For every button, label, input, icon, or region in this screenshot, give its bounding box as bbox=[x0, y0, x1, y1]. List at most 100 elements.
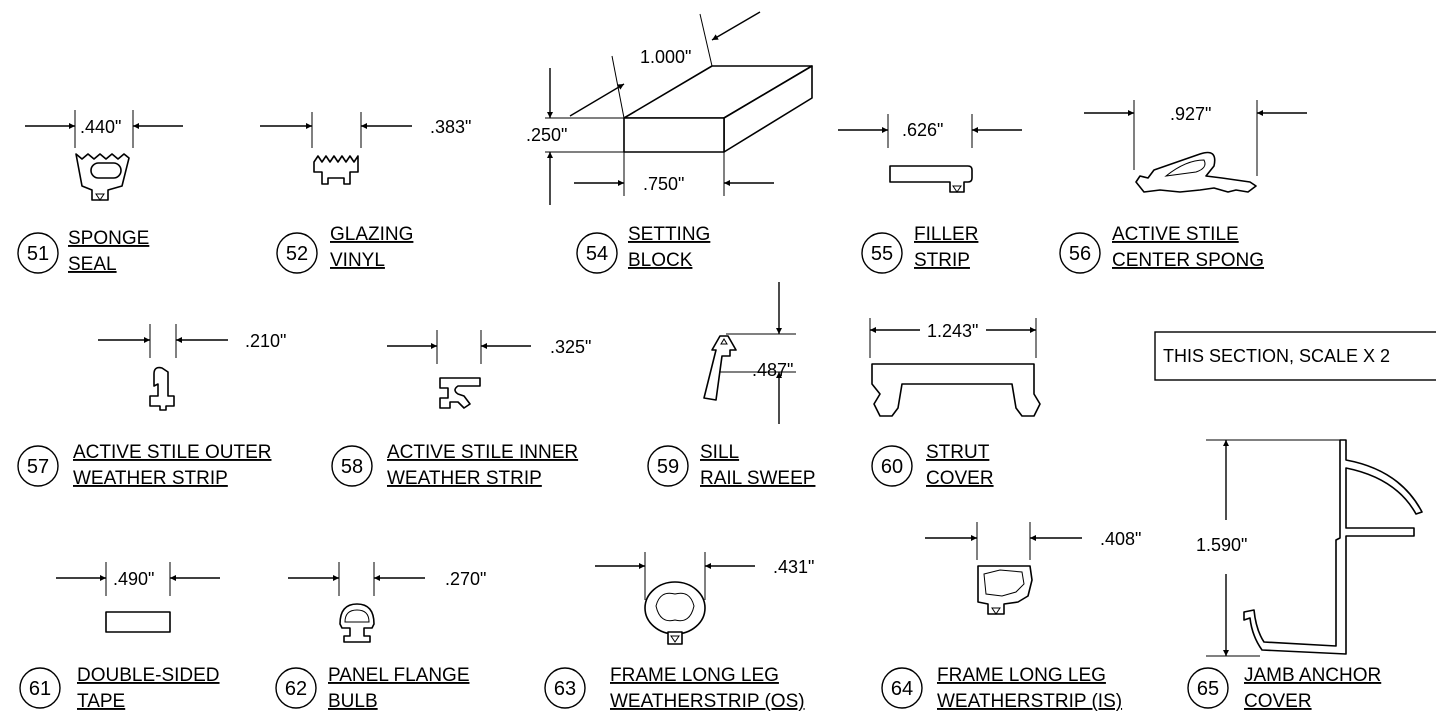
dim-59: .487" bbox=[752, 360, 793, 380]
part-name-line1: JAMB ANCHOR bbox=[1244, 665, 1381, 686]
part-56: .927" 56 ACTIVE STILE CENTER SPONG bbox=[1059, 100, 1307, 274]
part-number-circle bbox=[1187, 667, 1229, 709]
part-name-line2: SEAL bbox=[68, 254, 117, 275]
part-number: 55 bbox=[871, 243, 893, 265]
part-name-line2: CENTER SPONG bbox=[1112, 250, 1264, 271]
jamb-anchor-cover-profile bbox=[1243, 439, 1423, 655]
part-number-circle bbox=[647, 445, 689, 487]
part-number: 64 bbox=[891, 678, 913, 700]
part-57: .210" 57 ACTIVE STILE OUTER WEATHER STRI… bbox=[17, 324, 286, 489]
weatherstrip-is-profile bbox=[977, 565, 1033, 615]
part-name-line2: STRIP bbox=[914, 250, 970, 271]
part-name-line2: TAPE bbox=[77, 691, 125, 712]
dim-61: .490" bbox=[113, 569, 154, 589]
panel-flange-bulb-profile bbox=[339, 603, 375, 643]
sill-rail-sweep-profile bbox=[703, 335, 737, 401]
filler-strip-profile bbox=[889, 165, 973, 193]
dim-54-height: .250" bbox=[526, 125, 567, 145]
dim-55: .626" bbox=[902, 120, 943, 140]
part-number-circle bbox=[861, 232, 903, 274]
part-number-circle bbox=[275, 667, 317, 709]
part-number: 51 bbox=[27, 243, 49, 265]
part-name-line1: FRAME LONG LEG bbox=[610, 665, 779, 686]
dim-62: .270" bbox=[445, 569, 486, 589]
part-number: 63 bbox=[554, 678, 576, 700]
part-number-circle bbox=[276, 232, 318, 274]
part-number: 56 bbox=[1069, 243, 1091, 265]
part-name-line1: FRAME LONG LEG bbox=[937, 665, 1106, 686]
part-name-line1: GLAZING bbox=[330, 224, 413, 245]
part-number-circle bbox=[544, 667, 586, 709]
part-name-line2: WEATHERSTRIP (IS) bbox=[937, 691, 1122, 712]
part-number: 58 bbox=[341, 456, 363, 478]
part-number-circle bbox=[881, 667, 923, 709]
part-name-line2: WEATHER STRIP bbox=[387, 468, 542, 489]
dim-64: .408" bbox=[1100, 529, 1141, 549]
dim-60: 1.243" bbox=[927, 321, 978, 341]
part-number: 62 bbox=[285, 678, 307, 700]
inner-weather-strip-profile bbox=[439, 377, 481, 409]
part-number: 54 bbox=[586, 243, 608, 265]
part-number: 60 bbox=[881, 456, 903, 478]
part-number-circle bbox=[17, 232, 59, 274]
part-number-circle bbox=[17, 445, 59, 487]
dim-57: .210" bbox=[245, 331, 286, 351]
part-name-line1: ACTIVE STILE bbox=[1112, 224, 1239, 245]
tape-profile bbox=[105, 611, 171, 633]
part-number-circle bbox=[19, 667, 61, 709]
part-number: 59 bbox=[657, 456, 679, 478]
part-number: 52 bbox=[286, 243, 308, 265]
part-64: .408" 64 FRAME LONG LEG WEATHERSTRIP (IS… bbox=[881, 522, 1141, 712]
setting-block-front bbox=[623, 117, 725, 153]
part-name-line1: SETTING bbox=[628, 224, 710, 245]
part-number-circle bbox=[331, 445, 373, 487]
dim-52: .383" bbox=[430, 117, 471, 137]
part-name-line2: RAIL SWEEP bbox=[700, 468, 815, 489]
part-number-circle bbox=[576, 232, 618, 274]
part-59: .487" 59 SILL RAIL SWEEP bbox=[647, 282, 815, 489]
part-65: 1.590" 65 JAMB ANCHOR COVER bbox=[1187, 439, 1423, 712]
part-name-line1: SILL bbox=[700, 442, 739, 463]
section-note: THIS SECTION, SCALE X 2 bbox=[1154, 331, 1436, 381]
dim-51: .440" bbox=[80, 117, 121, 137]
part-60: 1.243" 60 STRUT COVER bbox=[869, 318, 1041, 489]
part-name-line2: VINYL bbox=[330, 250, 385, 271]
part-name-line1: PANEL FLANGE bbox=[328, 665, 470, 686]
dim-63: .431" bbox=[773, 557, 814, 577]
sponge-seal-profile bbox=[75, 153, 130, 201]
part-name-line1: DOUBLE-SIDED bbox=[77, 665, 220, 686]
part-number: 61 bbox=[29, 678, 51, 700]
dim-54-length: 1.000" bbox=[640, 47, 691, 67]
glazing-vinyl-profile bbox=[313, 155, 359, 185]
part-name-line1: ACTIVE STILE INNER bbox=[387, 442, 578, 463]
part-name-line2: COVER bbox=[926, 468, 994, 489]
dim-58: .325" bbox=[550, 337, 591, 357]
part-55: .626" 55 FILLER STRIP bbox=[838, 114, 1022, 274]
dim-65: 1.590" bbox=[1196, 535, 1247, 555]
part-62: .270" 62 PANEL FLANGE BULB bbox=[275, 562, 486, 712]
part-name-line2: WEATHER STRIP bbox=[73, 468, 228, 489]
part-name-line1: FILLER bbox=[914, 224, 978, 245]
part-number: 65 bbox=[1197, 678, 1219, 700]
part-51: .440" 51 SPONGE SEAL bbox=[17, 110, 183, 275]
weatherstrip-os-bulb bbox=[644, 581, 706, 635]
part-52: .383" 52 GLAZING VINYL bbox=[260, 112, 471, 274]
part-name-line2: WEATHERSTRIP (OS) bbox=[610, 691, 805, 712]
dim-54-width: .750" bbox=[643, 174, 684, 194]
part-name-line1: STRUT bbox=[926, 442, 990, 463]
dim-56: .927" bbox=[1170, 104, 1211, 124]
part-number: 57 bbox=[27, 456, 49, 478]
strut-cover-profile bbox=[871, 363, 1041, 417]
outer-weather-strip-profile bbox=[149, 366, 175, 411]
part-63: .431" 63 FRAME LONG LEG WEATHERSTRIP (OS… bbox=[544, 552, 814, 712]
part-61: .490" 61 DOUBLE-SIDED TAPE bbox=[19, 562, 220, 712]
part-name-line2: BLOCK bbox=[628, 250, 693, 271]
part-name-line1: SPONGE bbox=[68, 228, 149, 249]
part-54: 1.000" .250" .750" 54 SETTING BLOCK bbox=[526, 11, 813, 274]
section-note-text: THIS SECTION, SCALE X 2 bbox=[1163, 346, 1390, 366]
part-name-line1: ACTIVE STILE OUTER bbox=[73, 442, 271, 463]
part-number-circle bbox=[871, 445, 913, 487]
part-58: .325" 58 ACTIVE STILE INNER WEATHER STRI… bbox=[331, 330, 591, 489]
part-name-line2: BULB bbox=[328, 691, 378, 712]
